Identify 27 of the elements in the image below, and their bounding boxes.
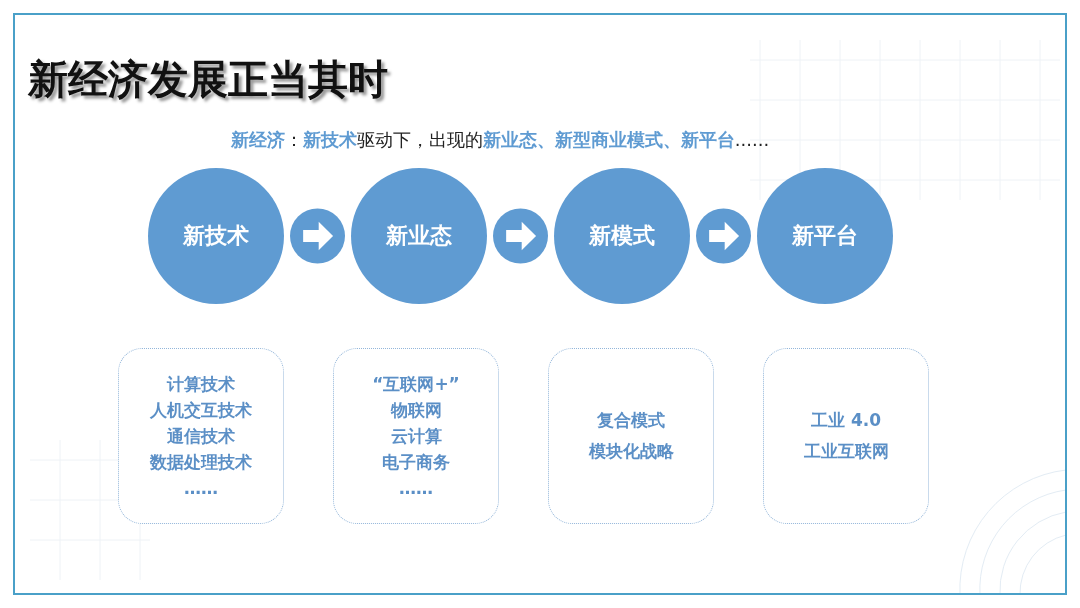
list-item: 数据处理技术 (150, 451, 252, 474)
list-item: 工业 4.0 (810, 409, 881, 432)
list-item: …… (184, 477, 218, 500)
arrow-icon (493, 208, 548, 264)
node-label: 新业态 (386, 222, 452, 250)
list-item: 计算技术 (167, 373, 235, 396)
arrow-icon (696, 208, 751, 264)
node-label: 新技术 (183, 222, 249, 250)
text-card (763, 348, 929, 524)
text-card (548, 348, 714, 524)
list-item: 人机交互技术 (150, 399, 252, 422)
list-item: 工业互联网 (803, 440, 889, 463)
text-card (333, 348, 499, 524)
text-card (118, 348, 284, 524)
list-item: 复合模式 (597, 409, 665, 432)
list-item: 电子商务 (382, 451, 450, 474)
arrow-icon (290, 208, 345, 264)
list-item: 物联网 (390, 399, 442, 422)
list-item: 云计算 (390, 425, 442, 448)
list-item: “互联网+” (372, 373, 460, 396)
slide-title: 新经济发展正当其时 (28, 55, 388, 104)
node-label: 新平台 (792, 222, 858, 250)
list-item: 模块化战略 (588, 440, 674, 463)
list-item: 通信技术 (167, 425, 235, 448)
list-item: …… (399, 477, 433, 500)
node-label: 新模式 (589, 222, 655, 250)
subtitle-text: 新经济：新技术驱动下，出现的新业态、新型商业模式、新平台...... (229, 128, 771, 152)
